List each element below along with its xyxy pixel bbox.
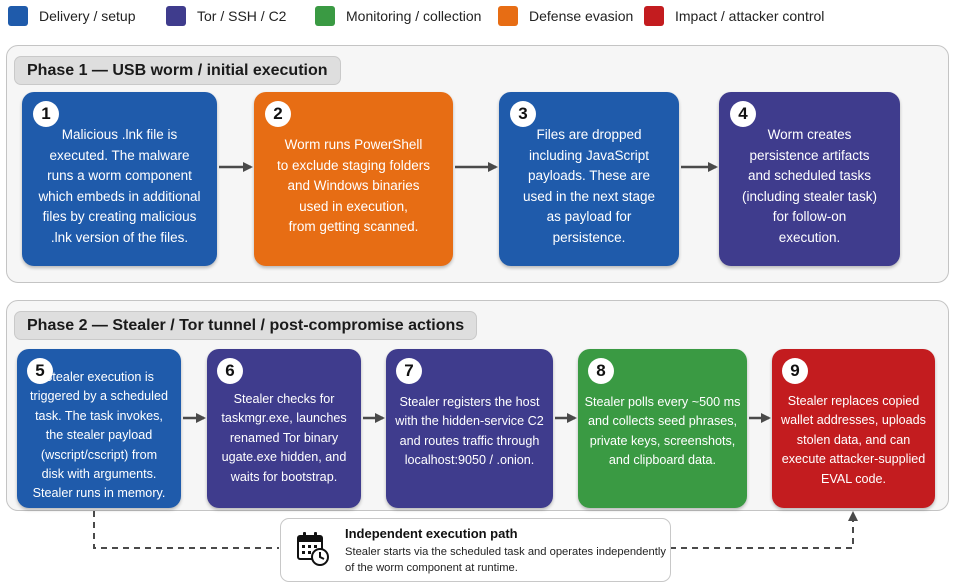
legend-label: Monitoring / collection: [346, 8, 482, 24]
step-description: Stealer execution is triggered by a sche…: [30, 370, 168, 501]
step-8-card: 8 Stealer polls every ~500 ms and collec…: [578, 349, 747, 508]
legend-swatch: [315, 6, 335, 26]
step-number-badge: 9: [782, 358, 808, 384]
step-number-badge: 2: [265, 101, 291, 127]
legend-item-c2: Tor / SSH / C2: [166, 6, 286, 26]
independent-path-note: Independent execution path Stealer start…: [280, 518, 671, 582]
legend-swatch: [166, 6, 186, 26]
step-6-card: 6 Stealer checks for taskmgr.exe, launch…: [207, 349, 361, 508]
step-number-badge: 8: [588, 358, 614, 384]
step-description: Files are dropped including JavaScript p…: [522, 127, 656, 245]
independent-path-left: [93, 511, 279, 549]
step-1-card: 1 Malicious .lnk file is executed. The m…: [22, 92, 217, 266]
legend-item-impact: Impact / attacker control: [644, 6, 824, 26]
legend-label: Impact / attacker control: [675, 8, 825, 24]
independent-path-right: [670, 511, 858, 549]
step-3-card: 3 Files are dropped including JavaScript…: [499, 92, 679, 266]
calendar-clock-icon: [297, 532, 329, 566]
legend-label: Tor / SSH / C2: [197, 8, 287, 24]
legend-swatch: [8, 6, 28, 26]
legend-swatch: [498, 6, 518, 26]
step-number-badge: 4: [730, 101, 756, 127]
step-description: Worm runs PowerShell to exclude staging …: [276, 137, 431, 235]
step-description: Worm creates persistence artifacts and s…: [741, 127, 878, 245]
step-9-card: 9 Stealer replaces copied wallet address…: [772, 349, 935, 508]
step-number-badge: 5: [27, 358, 53, 384]
legend-item-delivery: Delivery / setup: [8, 6, 135, 26]
phase-1-title: Phase 1 — USB worm / initial execution: [14, 56, 341, 85]
legend-label: Defense evasion: [529, 8, 634, 24]
step-5-card: 5 Stealer execution is triggered by a sc…: [17, 349, 181, 508]
step-number-badge: 7: [396, 358, 422, 384]
note-title: Independent execution path: [345, 526, 518, 541]
legend-swatch: [644, 6, 664, 26]
phase-2-title: Phase 2 — Stealer / Tor tunnel / post-co…: [14, 311, 478, 340]
step-number-badge: 1: [33, 101, 59, 127]
step-description: Stealer registers the host with the hidd…: [395, 395, 544, 468]
legend-label: Delivery / setup: [39, 8, 136, 24]
step-description: Stealer replaces copied wallet addresses…: [781, 394, 926, 486]
note-text: Stealer starts via the scheduled task an…: [345, 546, 666, 574]
step-description: Stealer checks for taskmgr.exe, launches…: [221, 392, 347, 484]
step-number-badge: 3: [510, 101, 536, 127]
step-4-card: 4 Worm creates persistence artifacts and…: [719, 92, 900, 266]
legend-item-monitoring: Monitoring / collection: [315, 6, 481, 26]
step-description: Stealer polls every ~500 ms and collects…: [584, 395, 741, 468]
step-7-card: 7 Stealer registers the host with the hi…: [386, 349, 553, 508]
step-description: Malicious .lnk file is executed. The mal…: [38, 127, 201, 245]
step-2-card: 2 Worm runs PowerShell to exclude stagin…: [254, 92, 453, 266]
legend-item-evasion: Defense evasion: [498, 6, 633, 26]
step-number-badge: 6: [217, 358, 243, 384]
